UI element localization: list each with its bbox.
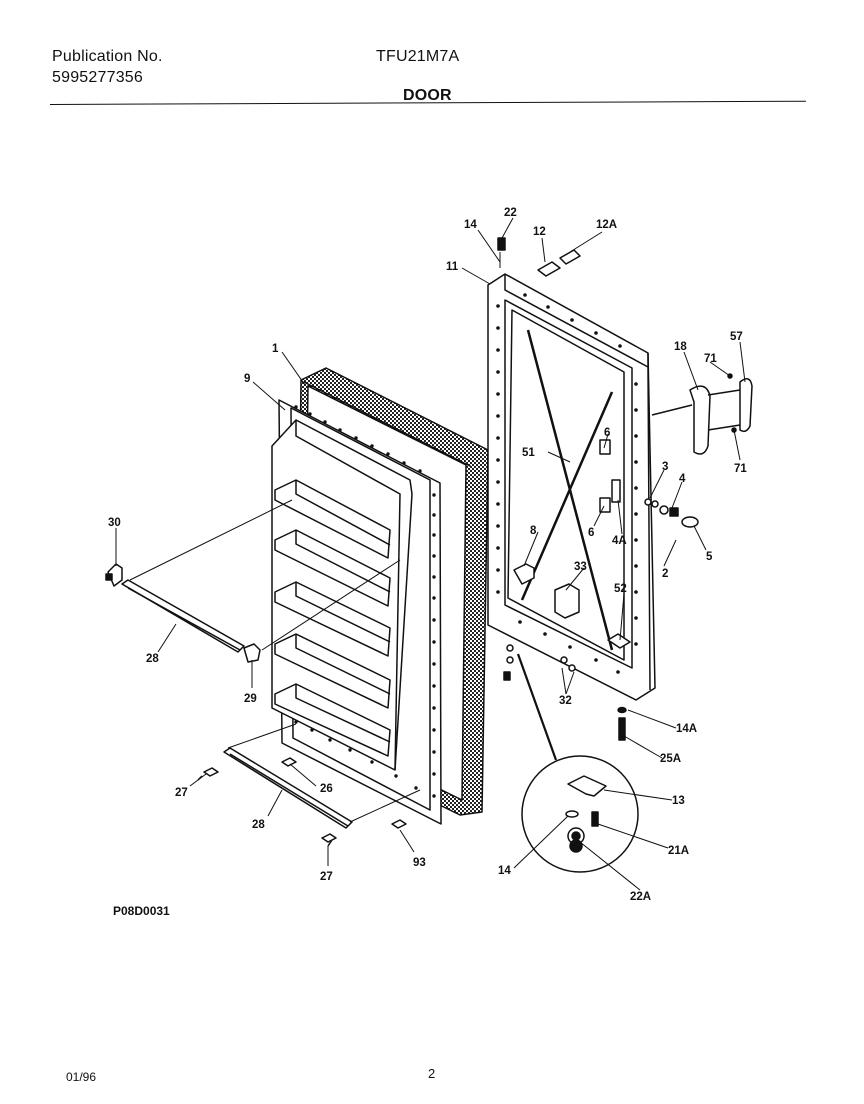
callout-14A: 14A: [676, 723, 697, 735]
callout-27: 27: [320, 871, 333, 883]
callout-12A: 12A: [596, 219, 617, 231]
callout-71: 71: [704, 353, 717, 365]
drawing-code: P08D0031: [113, 904, 170, 918]
callout-9: 9: [244, 373, 250, 385]
callout-22A: 22A: [630, 891, 651, 903]
leader-lines: [115, 217, 746, 891]
callout-21A: 21A: [668, 845, 689, 857]
callout-6: 6: [604, 427, 610, 439]
callout-28: 28: [146, 653, 159, 665]
top-hinge-parts: [497, 237, 581, 277]
callout-26: 26: [320, 783, 333, 795]
callout-27: 27: [175, 787, 188, 799]
callout-29: 29: [244, 693, 257, 705]
revision-date: 01/96: [66, 1070, 97, 1084]
callout-32: 32: [559, 695, 572, 707]
callout-14: 14: [464, 219, 477, 231]
callout-71: 71: [734, 463, 747, 475]
callout-12: 12: [533, 226, 546, 238]
section-title: DOOR: [403, 87, 452, 104]
publication-number: 5995277356: [52, 69, 143, 86]
callout-93: 93: [413, 857, 426, 869]
callout-4: 4: [679, 473, 686, 485]
right-hinge-parts: [644, 373, 753, 528]
callout-51: 51: [522, 447, 535, 459]
callout-8: 8: [530, 525, 537, 537]
door-liner: [271, 399, 442, 825]
model-number: TFU21M7A: [376, 48, 460, 65]
callout-25A: 25A: [660, 753, 681, 765]
callout-14: 14: [498, 865, 511, 877]
detail-circle: [516, 653, 639, 873]
bottom-right-pins: [617, 706, 627, 741]
callout-52: 52: [614, 583, 627, 595]
callout-33: 33: [574, 561, 587, 573]
callout-6: 6: [588, 527, 594, 539]
callout-5: 5: [706, 551, 713, 563]
callout-57: 57: [730, 331, 743, 343]
liner-shelves: [274, 479, 391, 757]
callout-28: 28: [252, 819, 265, 831]
callout-labels: 1 9 30 28 29 27 26 28 27 93 14 22 12 12A…: [108, 207, 747, 903]
left-components: [105, 499, 401, 663]
callout-2: 2: [662, 568, 668, 580]
callout-22: 22: [504, 207, 517, 219]
callout-30: 30: [108, 517, 121, 529]
bottom-components: [197, 723, 421, 847]
page-number: 2: [428, 1066, 436, 1081]
publication-label: Publication No.: [52, 48, 163, 65]
callout-13: 13: [672, 795, 685, 807]
callout-1: 1: [272, 343, 279, 355]
callout-4A: 4A: [612, 535, 627, 547]
outer-door-panel: [487, 273, 656, 701]
callout-3: 3: [662, 461, 668, 473]
callout-11: 11: [446, 261, 459, 273]
callout-18: 18: [674, 341, 687, 353]
